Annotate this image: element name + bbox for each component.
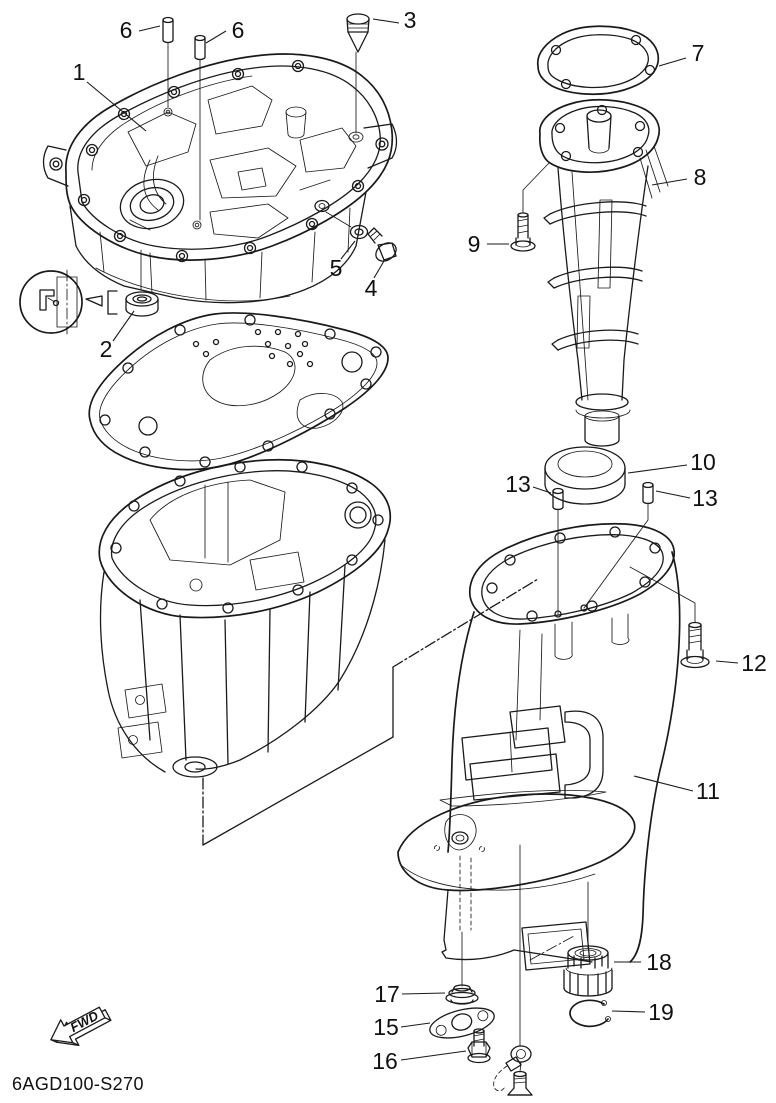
bolt-9	[510, 162, 550, 252]
leader-8	[651, 178, 688, 186]
callout-1: 1	[73, 59, 86, 85]
damper-ring-10	[544, 446, 626, 505]
bolt-12	[629, 566, 710, 669]
bushing-18	[563, 945, 613, 997]
callout-4: 4	[365, 275, 378, 301]
leader-12	[715, 660, 739, 664]
dowel-pin-13a	[552, 487, 564, 615]
callout-3: 3	[404, 7, 417, 33]
leader-7	[658, 57, 687, 67]
grommet-17	[445, 984, 479, 1005]
leader-6a	[138, 25, 161, 32]
callout-19: 19	[648, 999, 674, 1025]
gasket-mid	[88, 312, 389, 471]
callout-17: 17	[374, 981, 400, 1007]
washer-5	[325, 211, 369, 240]
leader-10	[627, 464, 688, 474]
oil-seal-2	[125, 249, 159, 317]
leader-2	[112, 310, 135, 342]
drive-shaft-housing-8	[538, 98, 669, 447]
gasket-7	[536, 25, 660, 96]
seal-detail-inset	[19, 269, 118, 335]
gasket-15	[429, 1007, 495, 1039]
leader-17	[401, 992, 446, 995]
leader-11	[633, 775, 694, 792]
leader-19	[611, 1010, 646, 1013]
snap-ring-19	[569, 999, 611, 1028]
leader-3	[372, 18, 400, 24]
callout-5: 5	[330, 255, 343, 281]
leader-15	[400, 1022, 431, 1028]
fwd-direction-arrow: FWD	[50, 1006, 112, 1046]
bolt-16	[467, 1028, 491, 1064]
callout-13b: 13	[692, 485, 718, 511]
witness-lines	[202, 578, 539, 846]
callout-7: 7	[692, 40, 705, 66]
callout-10: 10	[690, 449, 716, 475]
leader-6b	[205, 30, 227, 44]
drain-fitting	[493, 1045, 533, 1096]
leader-13a	[532, 486, 552, 494]
leader-1	[86, 81, 147, 132]
exhaust-guide-top-view	[42, 53, 398, 304]
bolt-4	[367, 227, 397, 262]
callout-2: 2	[100, 336, 113, 362]
callout-18: 18	[646, 949, 672, 975]
callout-6b: 6	[232, 17, 245, 43]
callouts: 1 6 6 3 5 4 2 7 8 9 10 13 13 12 11 18 19	[73, 7, 767, 1074]
leader-5	[340, 240, 356, 260]
callout-16: 16	[372, 1048, 398, 1074]
callout-15: 15	[373, 1014, 399, 1040]
callout-9: 9	[468, 231, 481, 257]
dowel-pin-13b	[583, 481, 654, 609]
leader-4	[373, 260, 385, 279]
callout-8: 8	[694, 164, 707, 190]
upper-casing-11	[397, 522, 681, 1047]
leader-13b	[655, 490, 691, 499]
diagram-code: 6AGD100-S270	[12, 1074, 144, 1094]
dowel-pin-6a	[162, 16, 174, 108]
exhaust-guide-bottom-view	[98, 458, 392, 778]
callout-12: 12	[741, 650, 767, 676]
anode-plug-3	[346, 13, 370, 134]
dowel-pin-6b	[194, 34, 206, 221]
leader-16	[400, 1050, 467, 1061]
callout-11: 11	[696, 778, 720, 804]
callout-13a: 13	[505, 471, 531, 497]
callout-6a: 6	[120, 17, 133, 43]
